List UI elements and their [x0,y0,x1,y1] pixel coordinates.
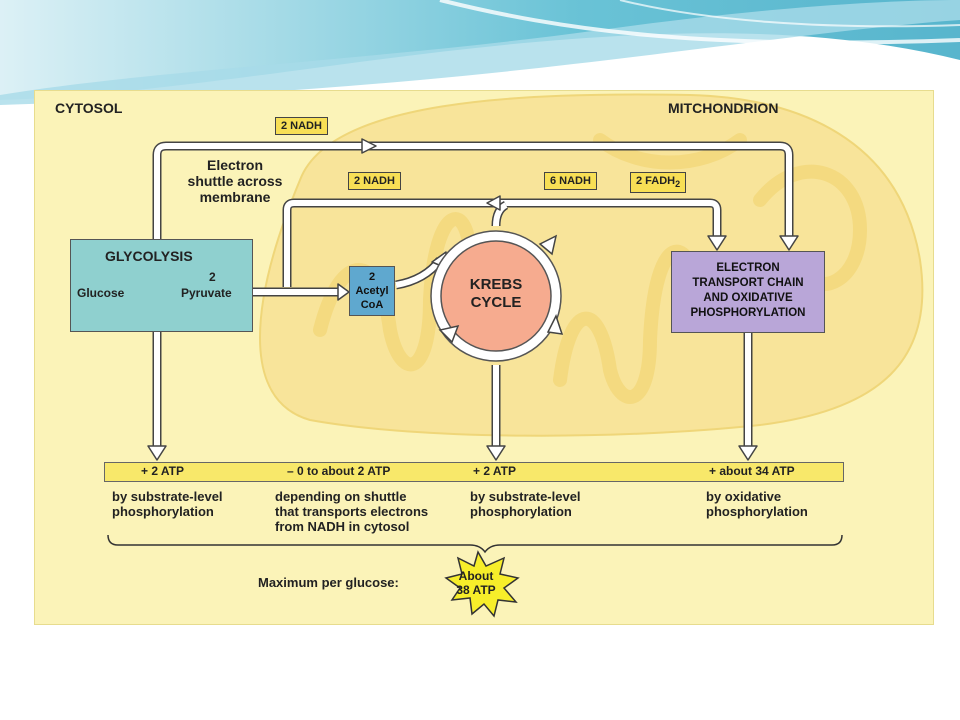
arrowhead [779,235,799,251]
krebs-cycle-arrow [438,324,460,344]
nadh-tag-krebs: 6 NADH [544,172,597,190]
star-line-1: About [458,569,494,583]
pyruvate-count: 2 [209,270,216,284]
arrowhead [486,195,501,211]
acetyl-coa-box: 2 Acetyl CoA [349,266,395,316]
atp-glycolysis: + 2 ATP [141,464,185,478]
note-line: depending on shuttle [275,489,407,504]
krebs-line-2: CYCLE [470,294,522,311]
star-line-2: 38 ATP [456,583,496,597]
nadh-tag-acetyl: 2 NADH [348,172,401,190]
acetyl-count: 2 [368,271,376,283]
glycolysis-title: GLYCOLYSIS [105,248,193,264]
note-line: phosphorylation [706,504,808,519]
shuttle-line-3: membrane [199,189,271,205]
electron-shuttle-note: Electron shuttle across membrane [170,157,300,205]
maximum-label: Maximum per glucose: [258,575,399,590]
arrowhead [707,235,727,251]
etc-line-4: PHOSPHORYLATION [690,307,806,319]
note-oxidative: by oxidative phosphorylation [706,489,808,519]
arrowhead [337,283,350,301]
fadh-tag-krebs: 2 FADH2 [630,172,687,194]
star-text: About 38 ATP [446,569,506,597]
fadh-text: 2 FADH [636,175,676,187]
fadh-subscript: 2 [675,179,681,190]
coa-word: CoA [360,299,384,311]
note-line: by substrate-level [470,489,581,504]
note-krebs: by substrate-level phosphorylation [470,489,581,519]
shuttle-line-1: Electron [206,157,263,173]
note-shuttle: depending on shuttle that transports ele… [275,489,428,534]
acetyl-word: Acetyl [355,285,389,297]
arrowhead [147,445,167,461]
krebs-cycle-label: KREBS CYCLE [456,276,536,312]
mitochondrion-cristae [313,133,868,404]
krebs-cycle-arrow [538,234,558,256]
mitochondrion-label: MITCHONDRION [668,100,779,116]
pyruvate-label: Pyruvate [181,286,232,300]
etc-line-3: AND OXIDATIVE [703,292,793,304]
atp-oxidative: + about 34 ATP [709,464,795,478]
atp-krebs: + 2 ATP [473,464,517,478]
etc-line-2: TRANSPORT CHAIN [692,277,804,289]
note-line: by oxidative [706,489,782,504]
shuttle-line-2: shuttle across [187,173,283,189]
arrowhead [486,445,506,461]
krebs-core [440,240,552,352]
atp-star [444,550,520,618]
slide-banner [0,0,960,105]
krebs-line-1: KREBS [469,276,523,293]
electron-transport-box: ELECTRON TRANSPORT CHAIN AND OXIDATIVE P… [671,251,825,333]
glucose-label: Glucose [77,286,125,300]
arrowhead [361,138,377,154]
atp-shuttle: – 0 to about 2 ATP [287,464,391,478]
note-line: phosphorylation [112,504,214,519]
glycolysis-box: GLYCOLYSIS Glucose 2 Pyruvate [70,239,253,332]
cytosol-label: CYTOSOL [55,100,123,116]
note-line: by substrate-level [112,489,223,504]
note-line: phosphorylation [470,504,572,519]
summary-bracket [107,534,843,554]
note-line: from NADH in cytosol [275,519,410,534]
krebs-cycle-arrow [546,314,564,335]
atp-yield-bar: + 2 ATP – 0 to about 2 ATP + 2 ATP + abo… [104,462,844,482]
etc-line-1: ELECTRON [716,262,780,274]
note-glycolysis: by substrate-level phosphorylation [112,489,223,519]
nadh-tag-shuttle: 2 NADH [275,117,328,135]
note-line: that transports electrons [275,504,429,519]
arrowhead [738,445,758,461]
